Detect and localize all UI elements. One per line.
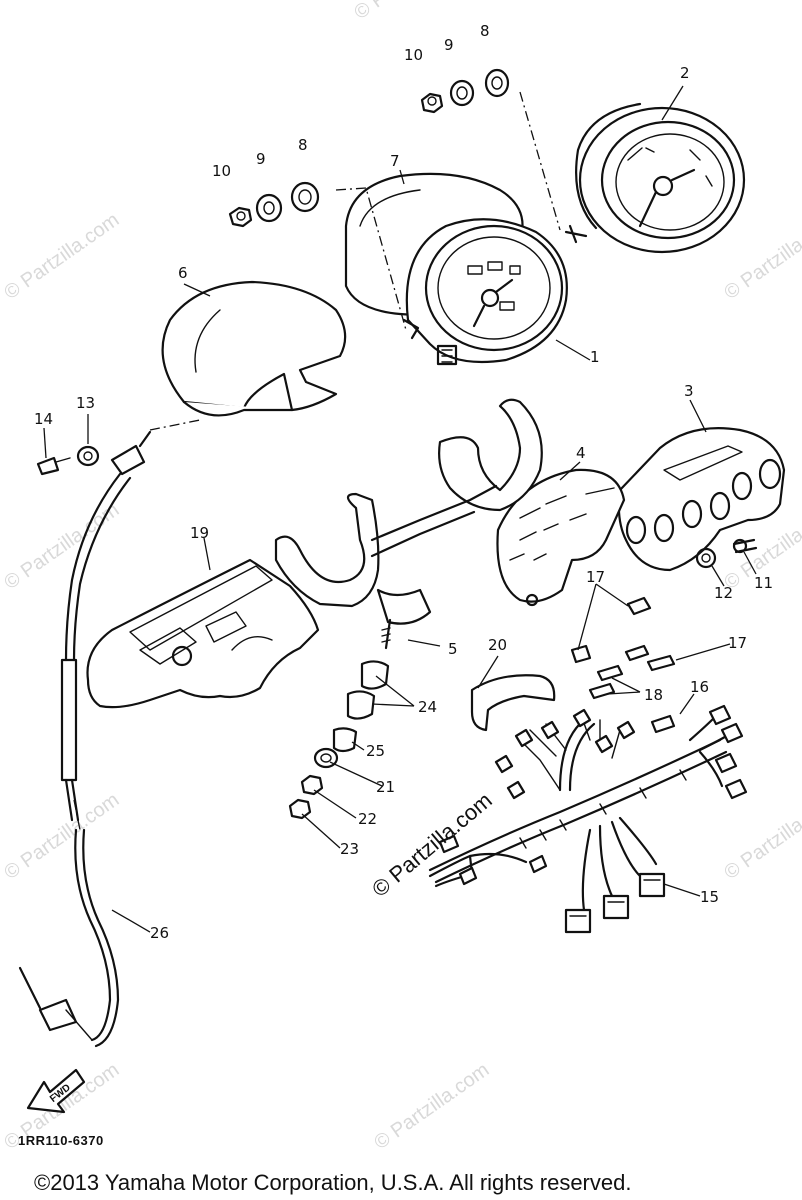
part-number-1: 1 [590,348,600,366]
watermark: © Partzilla.com [720,789,802,884]
bulbs [570,596,676,700]
part-number-17: 17 [586,568,605,586]
copyright-notice: ©2013 Yamaha Motor Corporation, U.S.A. A… [34,1170,631,1195]
cover-6 [161,280,347,417]
part-number-6: 6 [178,264,188,282]
diagram-code: 1RR110-6370 [18,1133,104,1148]
part-labels: 1 2 3 4 5 6 7 8 8 9 9 10 10 11 12 13 14 … [34,22,773,942]
speedometer-cable [18,430,152,1048]
part-number-15: 15 [700,888,719,906]
part-number-8: 8 [298,136,308,154]
part-number-13: 13 [76,394,95,412]
speedometer [402,218,568,366]
part-number-9: 9 [444,36,454,54]
part-number-7: 7 [390,152,400,170]
part-number-21: 21 [376,778,395,796]
screw-14-washer-13 [36,445,100,476]
part-number-26: 26 [150,924,169,942]
wiring-harness [428,704,748,934]
screw-11-washer-12 [695,538,758,569]
part-number-3: 3 [684,382,694,400]
bulb-sockets [288,660,390,820]
connector-16 [650,714,676,734]
part-number-4: 4 [576,444,586,462]
watermark: © Partzilla.com [720,209,802,304]
part-number-10: 10 [212,162,231,180]
watermark: © Partzilla.com [0,499,123,594]
part-number-2: 2 [680,64,690,82]
tachometer [564,102,746,254]
part-number-22: 22 [358,810,377,828]
fasteners-upper [228,68,510,228]
panel-4 [496,468,626,607]
part-number-17: 17 [728,634,747,652]
watermark: © Partzilla.com [350,0,473,24]
leader-lines [43,85,757,933]
part-number-24: 24 [418,698,437,716]
part-number-25: 25 [366,742,385,760]
part-number-20: 20 [488,636,507,654]
lower-cover-19 [86,558,320,709]
part-number-12: 12 [714,584,733,602]
part-number-14: 14 [34,410,53,428]
part-number-18: 18 [644,686,663,704]
part-number-8: 8 [480,22,490,40]
watermark: © Partzilla.com [0,209,123,304]
center-watermark: © Partzilla.com [367,787,497,901]
part-number-9: 9 [256,150,266,168]
part-number-19: 19 [190,524,209,542]
part-number-11: 11 [754,574,773,592]
panel-3 [617,427,786,572]
bracket-5 [274,398,543,650]
watermark: © Partzilla.com [370,1059,493,1154]
part-number-5: 5 [448,640,458,658]
gasket-20 [470,674,556,732]
part-number-23: 23 [340,840,359,858]
part-number-16: 16 [690,678,709,696]
part-number-10: 10 [404,46,423,64]
watermark: © Partzilla.com [0,789,123,884]
